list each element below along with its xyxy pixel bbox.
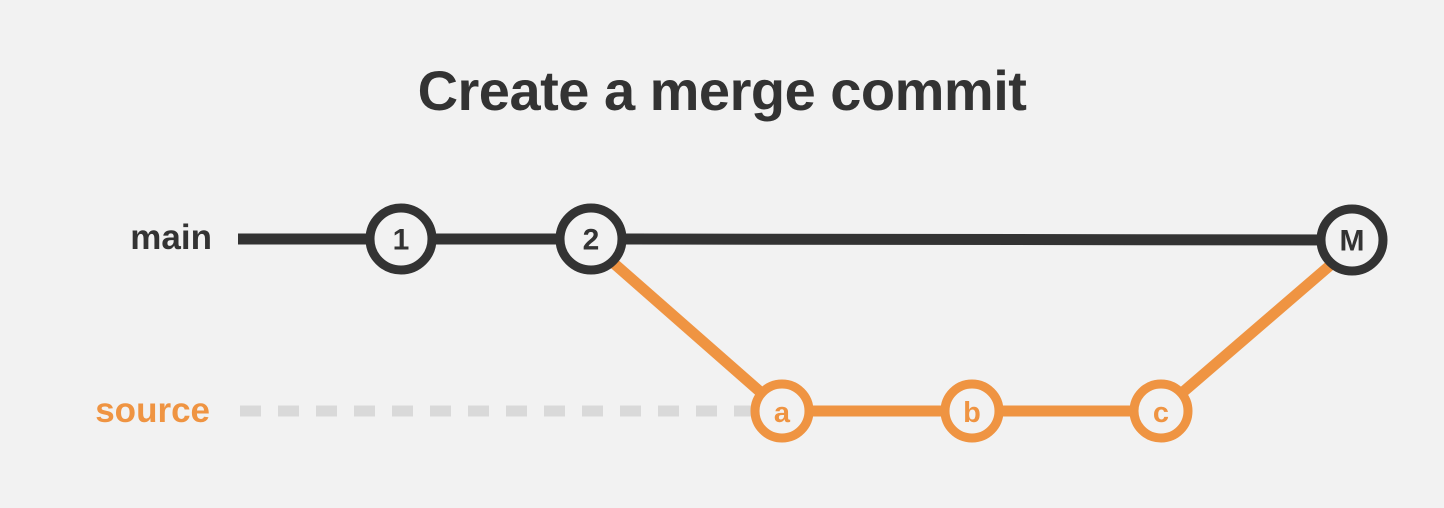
commit-node-a-label: a <box>774 397 791 429</box>
commit-node-c[interactable]: c <box>1129 379 1193 443</box>
commit-node-b-circle <box>940 379 1004 443</box>
edge-2-to-a <box>606 255 786 416</box>
commit-node-a[interactable]: a <box>750 379 814 443</box>
commit-node-2-label: 2 <box>583 224 600 257</box>
commit-node-c-label: c <box>1153 397 1169 429</box>
page-title: Create a merge commit <box>417 59 1027 122</box>
commit-node-1[interactable]: 1 <box>365 203 437 275</box>
commit-node-1-label: 1 <box>393 224 410 257</box>
commit-node-c-circle <box>1129 379 1193 443</box>
commit-node-2-circle <box>555 203 627 275</box>
branch-label-main: main <box>130 218 212 257</box>
commit-node-M-circle <box>1316 204 1388 276</box>
commit-node-2[interactable]: 2 <box>555 203 627 275</box>
commit-node-M-label: M <box>1340 225 1365 258</box>
edge-c-to-M <box>1157 257 1338 416</box>
commit-node-a-circle <box>750 379 814 443</box>
commit-node-M[interactable]: M <box>1316 204 1388 276</box>
commit-node-b-label: b <box>963 397 981 429</box>
commit-node-1-circle <box>365 203 437 275</box>
edge-2-to-M <box>590 233 1353 246</box>
branch-label-source: source <box>95 391 210 430</box>
commit-node-b[interactable]: b <box>940 379 1004 443</box>
